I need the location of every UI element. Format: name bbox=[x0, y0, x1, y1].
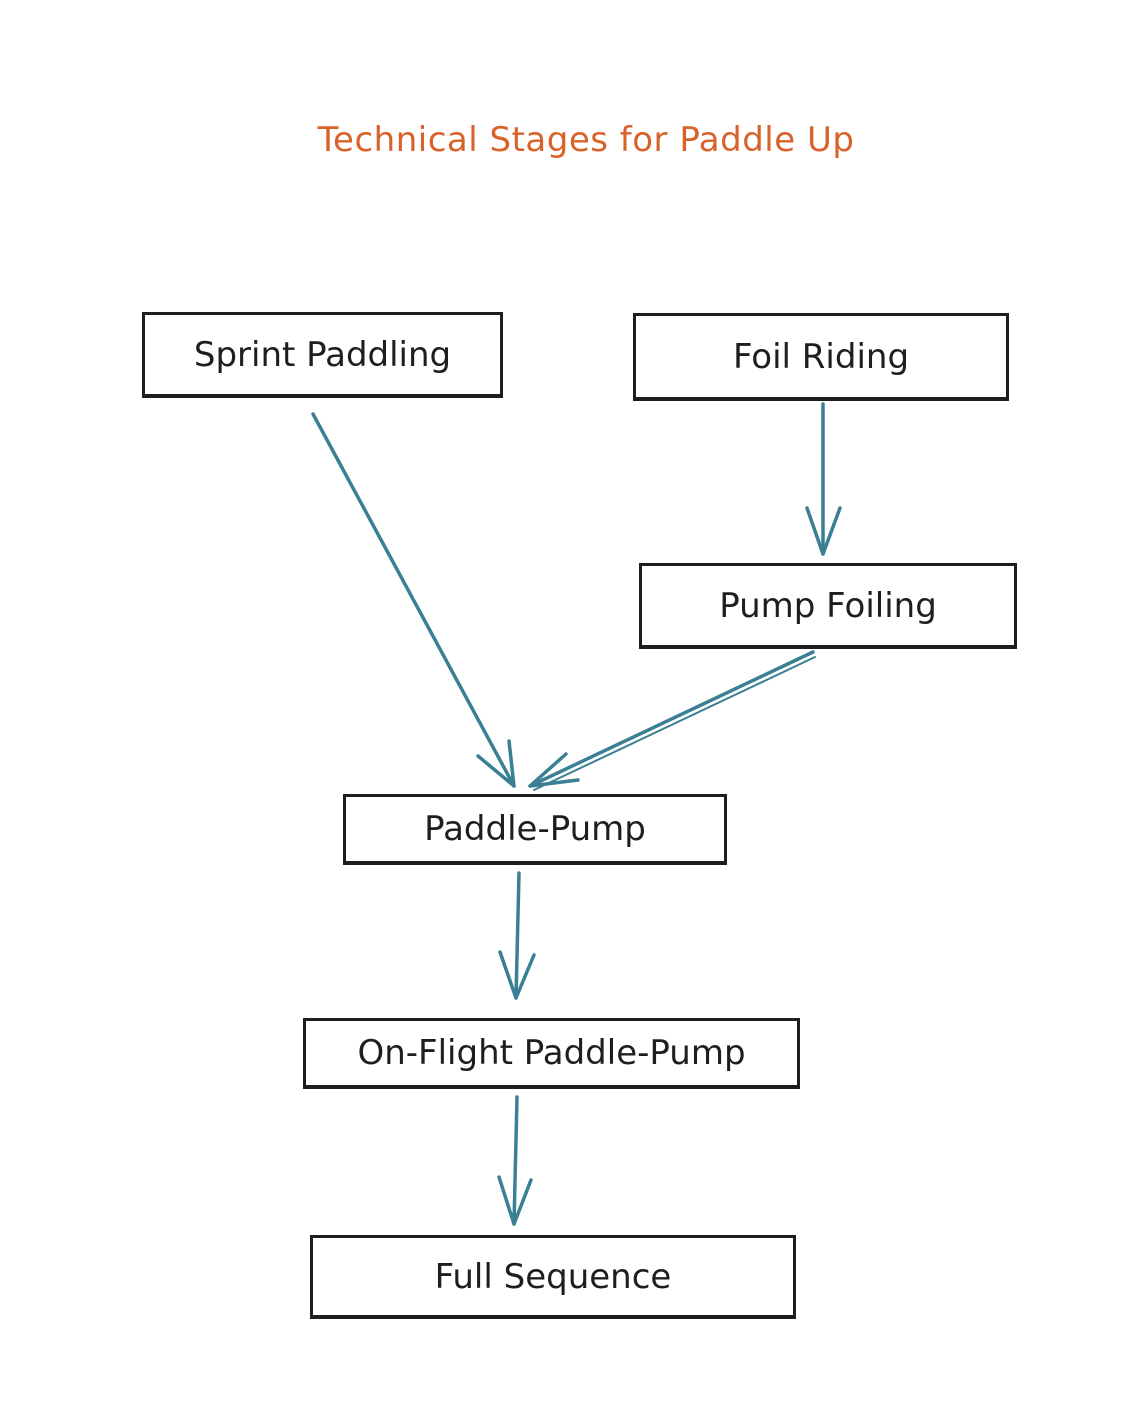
arrowhead-on-flight-to-full-sequence bbox=[497, 1175, 533, 1226]
edge-on-flight-to-full-sequence bbox=[512, 1095, 519, 1226]
node-label-paddle-pump: Paddle-Pump bbox=[424, 809, 646, 849]
diagram-title: Technical Stages for Paddle Up bbox=[317, 120, 855, 160]
arrowhead-foil-to-pump-foiling bbox=[805, 506, 842, 556]
node-label-foil-riding: Foil Riding bbox=[732, 336, 910, 377]
node-label-pump-foiling: Pump Foiling bbox=[719, 585, 937, 626]
edge-pump-foiling-to-paddle-pump bbox=[528, 650, 815, 788]
arrowhead-pump-foiling-to-paddle-pump bbox=[528, 752, 580, 788]
edge-sprint-to-paddle-pump bbox=[311, 412, 516, 788]
edge-pump-foiling-to-paddle-pump-double bbox=[533, 656, 816, 791]
node-on-flight-paddle-pump: On-Flight Paddle-Pump bbox=[303, 1018, 800, 1089]
node-label-sprint-paddling: Sprint Paddling bbox=[193, 334, 452, 375]
node-paddle-pump: Paddle-Pump bbox=[343, 794, 727, 865]
node-sprint-paddling: Sprint Paddling bbox=[142, 312, 503, 398]
node-pump-foiling: Pump Foiling bbox=[639, 563, 1017, 649]
node-full-sequence: Full Sequence bbox=[310, 1235, 796, 1319]
arrowhead-paddle-pump-to-on-flight bbox=[498, 950, 536, 1000]
node-label-full-sequence: Full Sequence bbox=[434, 1256, 672, 1297]
node-foil-riding: Foil Riding bbox=[633, 313, 1009, 401]
node-label-on-flight-paddle-pump: On-Flight Paddle-Pump bbox=[357, 1033, 746, 1073]
edge-paddle-pump-to-on-flight bbox=[514, 871, 521, 1000]
arrowhead-sprint-to-paddle-pump bbox=[476, 739, 516, 788]
